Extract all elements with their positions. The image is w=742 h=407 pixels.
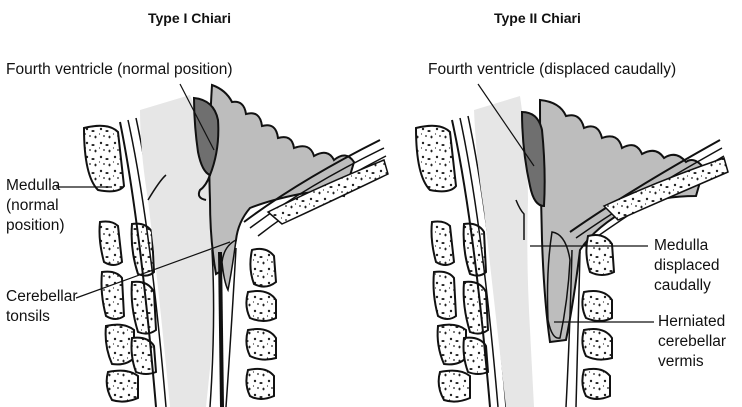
type2-medulla-label-line1: Medulla (654, 236, 708, 255)
type1-vertebrae-posterior (246, 249, 276, 399)
type1-medulla-label-line1: Medulla (6, 176, 60, 195)
type1-title: Type I Chiari (148, 10, 231, 26)
type1-fourth-ventricle-label: Fourth ventricle (normal position) (6, 60, 233, 79)
type2-medulla-label-line3: caudally (654, 276, 711, 295)
type1-panel (56, 84, 388, 407)
type2-fourth-ventricle-label: Fourth ventricle (displaced caudally) (428, 60, 676, 79)
type1-medulla-label-line2: (normal (6, 196, 59, 215)
type2-title: Type II Chiari (494, 10, 581, 26)
type1-cord-canal (220, 252, 222, 407)
type2-medulla-label-line2: displaced (654, 256, 720, 275)
type1-tonsils-label-line2: tonsils (6, 307, 50, 326)
type1-tonsils-label-line1: Cerebellar (6, 287, 78, 306)
type2-vermis-label-line3: vermis (658, 352, 704, 371)
type2-vertebrae-posterior (582, 235, 614, 399)
type2-vermis-label-line2: cerebellar (658, 332, 726, 351)
type1-medulla-label-line3: position) (6, 216, 65, 235)
type2-vermis-label-line1: Herniated (658, 312, 725, 331)
